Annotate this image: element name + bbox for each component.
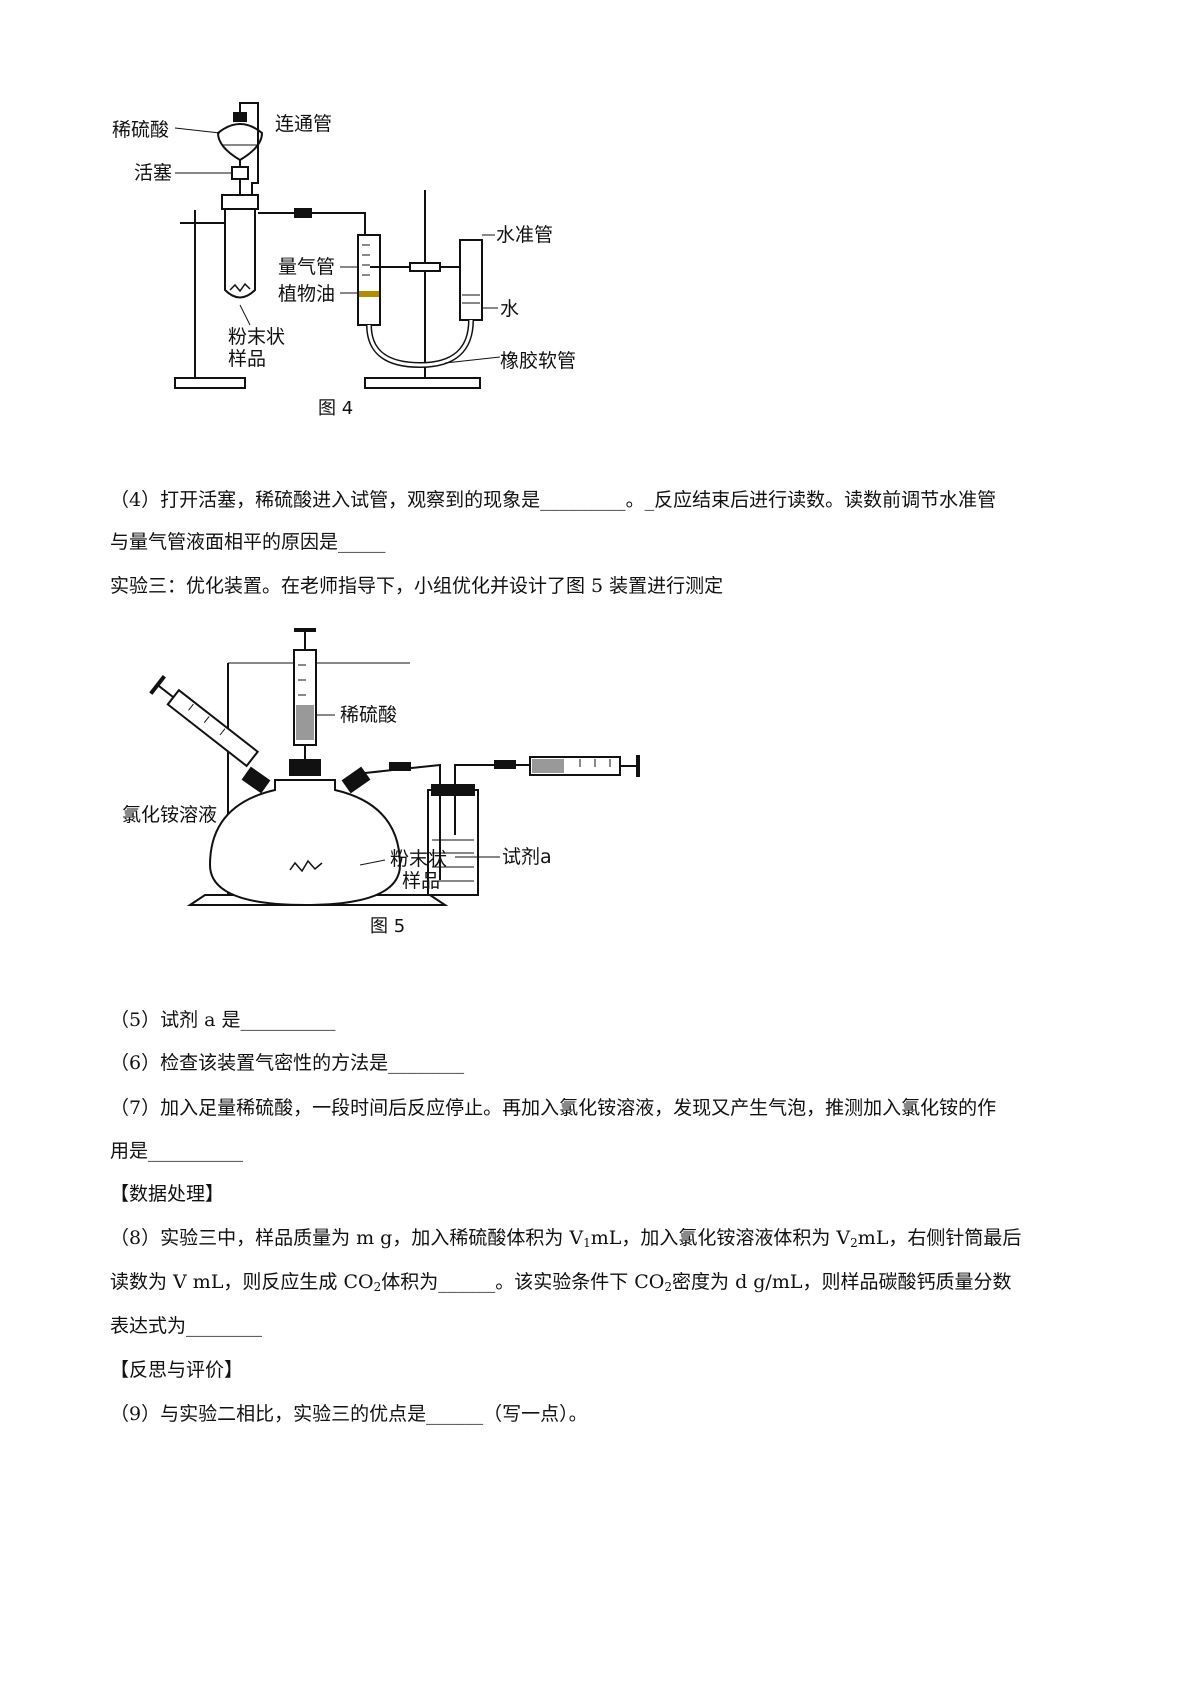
water-tube — [459, 239, 483, 321]
connector-tube — [239, 102, 259, 205]
figure-5-diagram: 稀硫酸 氯化铵溶液 粉末状 样品 试剂a 图 5 — [122, 628, 640, 937]
question-7-line-2: 用是__________ — [110, 1140, 244, 1162]
question-4-line-1: （4）打开活塞，稀硫酸进入试管，观察到的现象是_________。_反应结束后进… — [110, 489, 997, 511]
question-8-line-3: 表达式为________ — [110, 1315, 263, 1337]
label-connector: 连通管 — [275, 113, 332, 135]
label-nh4cl: 氯化铵溶液 — [122, 804, 217, 826]
oil-layer — [359, 291, 379, 297]
label-sample-1: 粉末状 — [228, 326, 285, 348]
label-reagent: 试剂a — [502, 846, 552, 868]
label-oil: 植物油 — [278, 283, 335, 305]
stopper-center — [289, 759, 321, 776]
gas-burette — [357, 234, 381, 326]
question-6: （6）检查该装置气密性的方法是________ — [110, 1052, 465, 1074]
figure-4: 稀硫酸 连通管 活塞 水准管 量气管 植物油 水 粉末状 样品 橡胶软管 图 4 — [100, 95, 660, 435]
separatory-funnel — [216, 123, 264, 162]
label-water: 水 — [500, 298, 519, 320]
question-8-line-2: 读数为 V mL，则反应生成 CO2体积为______。该实验条件下 CO2密度… — [110, 1271, 1012, 1294]
caption-figure-4: 图 4 — [318, 398, 353, 419]
label-stopcock: 活塞 — [134, 162, 172, 184]
funnel-stopper — [233, 112, 247, 122]
question-4-line-2: 与量气管液面相平的原因是_____ — [110, 531, 386, 553]
caption-figure-5: 图 5 — [370, 916, 405, 937]
stopper-right — [341, 766, 371, 794]
figure-4-diagram: 稀硫酸 连通管 活塞 水准管 量气管 植物油 水 粉末状 样品 橡胶软管 图 4 — [112, 102, 576, 419]
label-acid: 稀硫酸 — [112, 119, 169, 141]
three-neck-flask — [208, 779, 402, 907]
question-5: （5）试剂 a 是__________ — [110, 1009, 336, 1031]
test-tube — [224, 200, 256, 299]
powder-sample — [229, 282, 251, 293]
stopper-left — [241, 766, 271, 794]
powder-sample — [289, 859, 323, 873]
label-gas-burette: 量气管 — [278, 256, 335, 278]
reagent-bottle — [427, 789, 479, 896]
label-sample-2: 样品 — [228, 348, 266, 370]
experiment-3-intro: 实验三：优化装置。在老师指导下，小组优化并设计了图 5 装置进行测定 — [110, 575, 724, 597]
delivery-tube-2 — [454, 764, 530, 785]
question-8-line-1: （8）实验三中，样品质量为 m g，加入稀硫酸体积为 V1mL，加入氯化铵溶液体… — [110, 1227, 1022, 1250]
section-data-processing: 【数据处理】 — [110, 1183, 225, 1205]
question-9: （9）与实验二相比，实验三的优点是______（写一点）。 — [110, 1403, 588, 1425]
section-reflection: 【反思与评价】 — [110, 1359, 244, 1381]
label-acid: 稀硫酸 — [340, 704, 397, 726]
label-water-tube: 水准管 — [496, 224, 553, 246]
delivery-tube — [258, 212, 366, 235]
figure-5: 稀硫酸 氯化铵溶液 粉末状 样品 试剂a 图 5 — [110, 625, 730, 955]
stand-base-right — [364, 377, 481, 389]
label-sample-2: 样品 — [402, 870, 440, 892]
syringe-nh4cl — [166, 688, 260, 768]
label-sample-1: 粉末状 — [390, 848, 447, 870]
question-7-line-1: （7）加入足量稀硫酸，一段时间后反应停止。再加入氯化铵溶液，发现又产生气泡，推测… — [110, 1097, 997, 1119]
stand-base-left — [174, 377, 246, 389]
stopcock-valve — [231, 166, 249, 180]
label-hose: 橡胶软管 — [500, 350, 576, 372]
